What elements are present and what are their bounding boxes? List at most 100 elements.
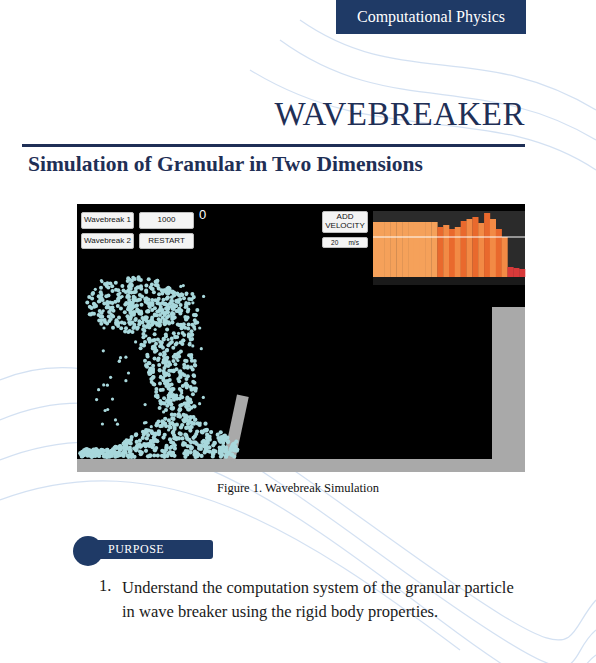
particle: [144, 284, 148, 288]
particle: [172, 433, 176, 437]
particle: [165, 444, 169, 448]
particle: [166, 310, 170, 314]
particle: [102, 383, 105, 386]
chart-axis: [373, 277, 525, 285]
particle: [182, 419, 186, 423]
particle: [172, 359, 176, 363]
particle: [179, 285, 182, 288]
particle: [134, 340, 137, 343]
chart-panel: [373, 211, 525, 285]
particle: [106, 384, 109, 387]
particle: [119, 356, 122, 359]
particle: [224, 455, 228, 459]
particle: [125, 453, 129, 457]
particle: [118, 360, 121, 363]
particle: [116, 423, 119, 426]
particle: [146, 322, 150, 326]
particle: [85, 300, 89, 304]
particle: [171, 407, 175, 411]
particle: [176, 323, 180, 327]
particle: [185, 293, 188, 296]
list-number: 1.: [99, 576, 111, 596]
particle: [134, 432, 138, 436]
particle: [123, 310, 127, 314]
particle: [111, 398, 114, 401]
particle: [185, 452, 189, 456]
particle: [190, 388, 194, 392]
list-item: Understand the computation system of the…: [122, 576, 527, 624]
particle: [142, 329, 146, 333]
particle: [158, 368, 162, 372]
particle: [122, 451, 126, 455]
particle: [152, 321, 156, 325]
particle: [119, 307, 123, 311]
particle: [184, 401, 188, 405]
box-text: Wavebreak 2: [84, 237, 131, 246]
particle: [181, 331, 185, 335]
particle: [144, 403, 147, 406]
particle: [185, 301, 188, 304]
particle: [150, 445, 154, 449]
particle: [130, 283, 133, 286]
particle: [153, 344, 156, 347]
particle: [188, 342, 191, 345]
particle: [170, 394, 173, 397]
particle: [184, 426, 188, 430]
particle: [166, 296, 170, 300]
particle: [160, 454, 164, 458]
particle: [117, 296, 121, 300]
particle: [151, 375, 154, 378]
chart-bar: [484, 213, 490, 277]
particle: [133, 318, 137, 322]
particle: [94, 288, 97, 291]
particle: [231, 442, 235, 446]
particle: [132, 296, 135, 299]
particle: [191, 301, 194, 304]
particle: [168, 374, 171, 377]
box-text: 1000: [158, 216, 176, 225]
particle: [145, 436, 149, 440]
particle: [176, 377, 180, 381]
particle: [185, 396, 189, 400]
particle: [177, 307, 181, 311]
particle: [148, 454, 152, 458]
particle: [232, 448, 236, 452]
chart-bar: [496, 229, 502, 277]
particle: [99, 322, 103, 326]
particle: [149, 285, 153, 289]
particle: [132, 311, 136, 315]
particle: [191, 436, 195, 440]
particle: [124, 356, 127, 359]
wave-line: [0, 481, 460, 650]
particle: [100, 293, 104, 297]
particle: [179, 323, 182, 326]
particle: [169, 402, 173, 406]
particle: [129, 282, 133, 286]
particle: [157, 430, 161, 434]
particle: [123, 303, 127, 307]
particle: [189, 406, 193, 410]
particle: [151, 303, 155, 307]
particle: [110, 301, 114, 305]
particle: [176, 359, 179, 362]
particle: [191, 344, 194, 347]
particle: [135, 304, 139, 308]
particle: [154, 423, 158, 427]
particle: [203, 445, 207, 449]
section-pill: PURPOSE: [96, 540, 213, 559]
particle: [178, 407, 182, 411]
particle: [128, 317, 132, 321]
particle: [177, 408, 181, 412]
chart-bar: [490, 219, 496, 277]
chart-bar: [513, 268, 519, 277]
particle: [171, 316, 175, 320]
particle: [138, 293, 142, 297]
particle: [86, 452, 90, 456]
particle: [226, 440, 230, 444]
particle: [182, 363, 186, 367]
particle: [158, 369, 162, 373]
particle: [128, 290, 132, 294]
particle: [229, 447, 233, 451]
particle: [158, 381, 162, 385]
chart-bar: [443, 225, 449, 277]
